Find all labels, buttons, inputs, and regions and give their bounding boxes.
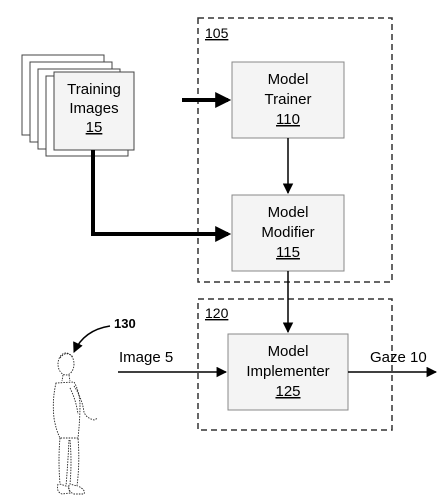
model-modifier-line2: Modifier xyxy=(261,224,314,241)
person-figure xyxy=(52,352,99,495)
trainer-container: 105 xyxy=(197,17,393,283)
output-gaze-label: Gaze 10 xyxy=(370,349,427,366)
training-images-line2: Images xyxy=(69,100,118,117)
model-modifier-ref: 115 xyxy=(276,244,300,261)
implementer-container-ref: 120 xyxy=(205,305,229,321)
model-implementer-ref: 125 xyxy=(275,383,300,400)
training-images-line1: Training xyxy=(67,81,121,98)
model-implementer-line2: Implementer xyxy=(246,363,329,380)
input-image-label: Image 5 xyxy=(119,349,173,366)
model-implementer-box: Model Implementer 125 xyxy=(227,333,349,411)
model-trainer-box: Model Trainer 110 xyxy=(231,61,345,139)
model-modifier-line1: Model xyxy=(268,204,309,221)
model-trainer-line1: Model xyxy=(268,71,309,88)
model-modifier-box: Model Modifier 115 xyxy=(231,194,345,272)
model-trainer-line2: Trainer xyxy=(265,91,312,108)
images-to-modifier-arrow xyxy=(91,150,232,242)
training-images-stack: Training Images 15 xyxy=(21,54,135,157)
model-trainer-ref: 110 xyxy=(276,111,300,128)
training-images-ref: 15 xyxy=(86,119,103,136)
trainer-container-ref: 105 xyxy=(205,25,229,41)
person-ref: 130 xyxy=(114,316,136,331)
implementer-container: 120 xyxy=(197,298,393,431)
model-implementer-line1: Model xyxy=(268,343,309,360)
person-ref-arrow xyxy=(73,325,111,353)
